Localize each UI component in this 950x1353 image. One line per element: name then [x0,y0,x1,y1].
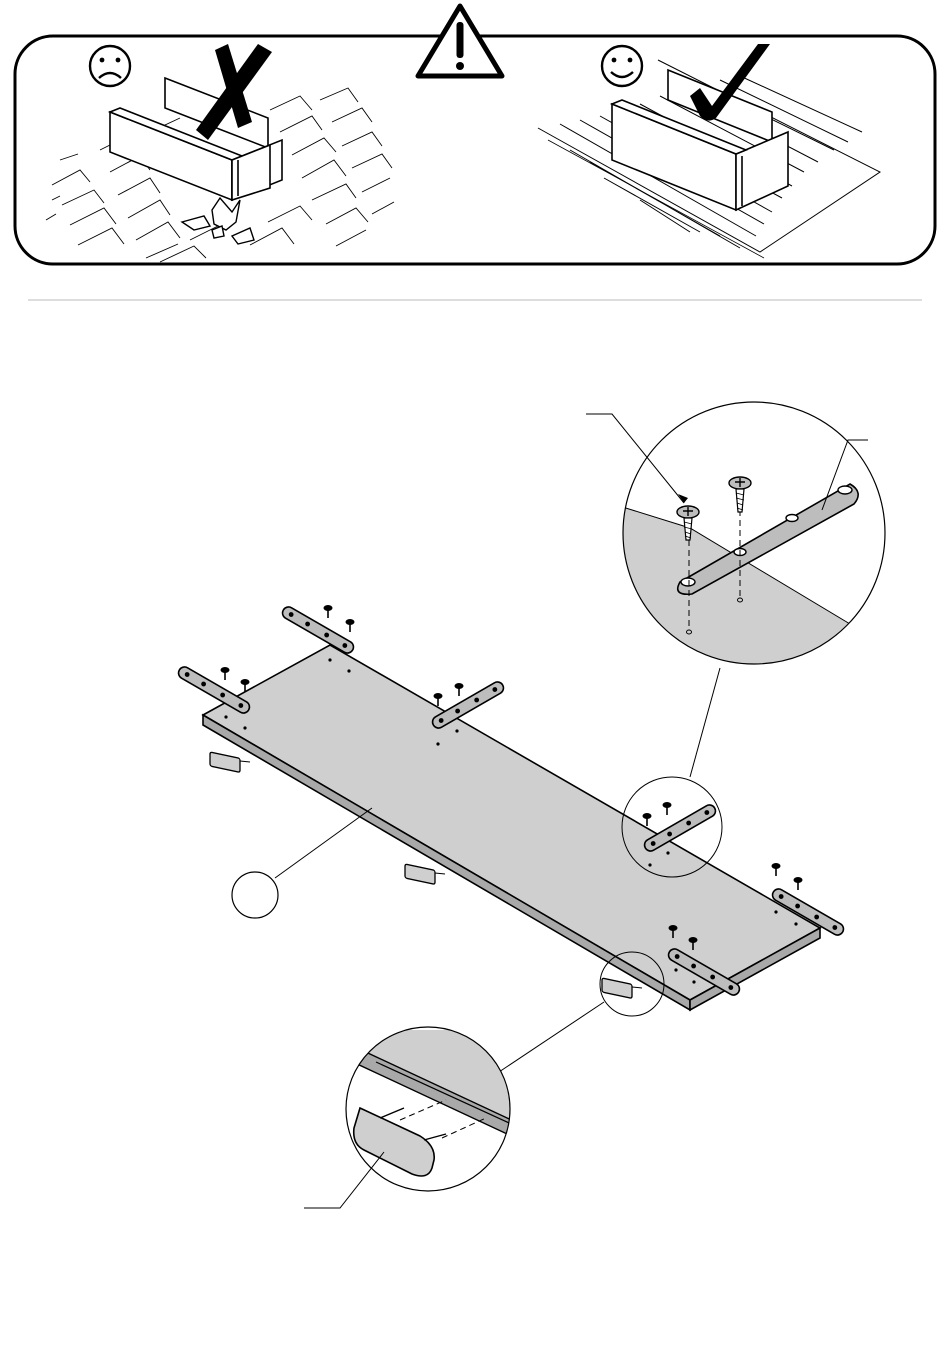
sad-face-icon [90,46,130,86]
warning-panel [15,6,935,264]
assembly-drawing [176,402,885,1208]
bracket-detail-view [586,402,885,700]
happy-face-icon [602,46,642,86]
connector-bracket [280,605,355,655]
connector-bracket [176,665,251,715]
glide-pad [602,978,642,998]
glide-pad [405,864,445,884]
shelf-panel [203,645,820,1010]
glide-detail-view [304,1027,520,1208]
part-callout [232,808,372,918]
connector-bracket [430,680,505,730]
glide-pad [210,752,250,772]
connector-bracket [642,803,717,853]
